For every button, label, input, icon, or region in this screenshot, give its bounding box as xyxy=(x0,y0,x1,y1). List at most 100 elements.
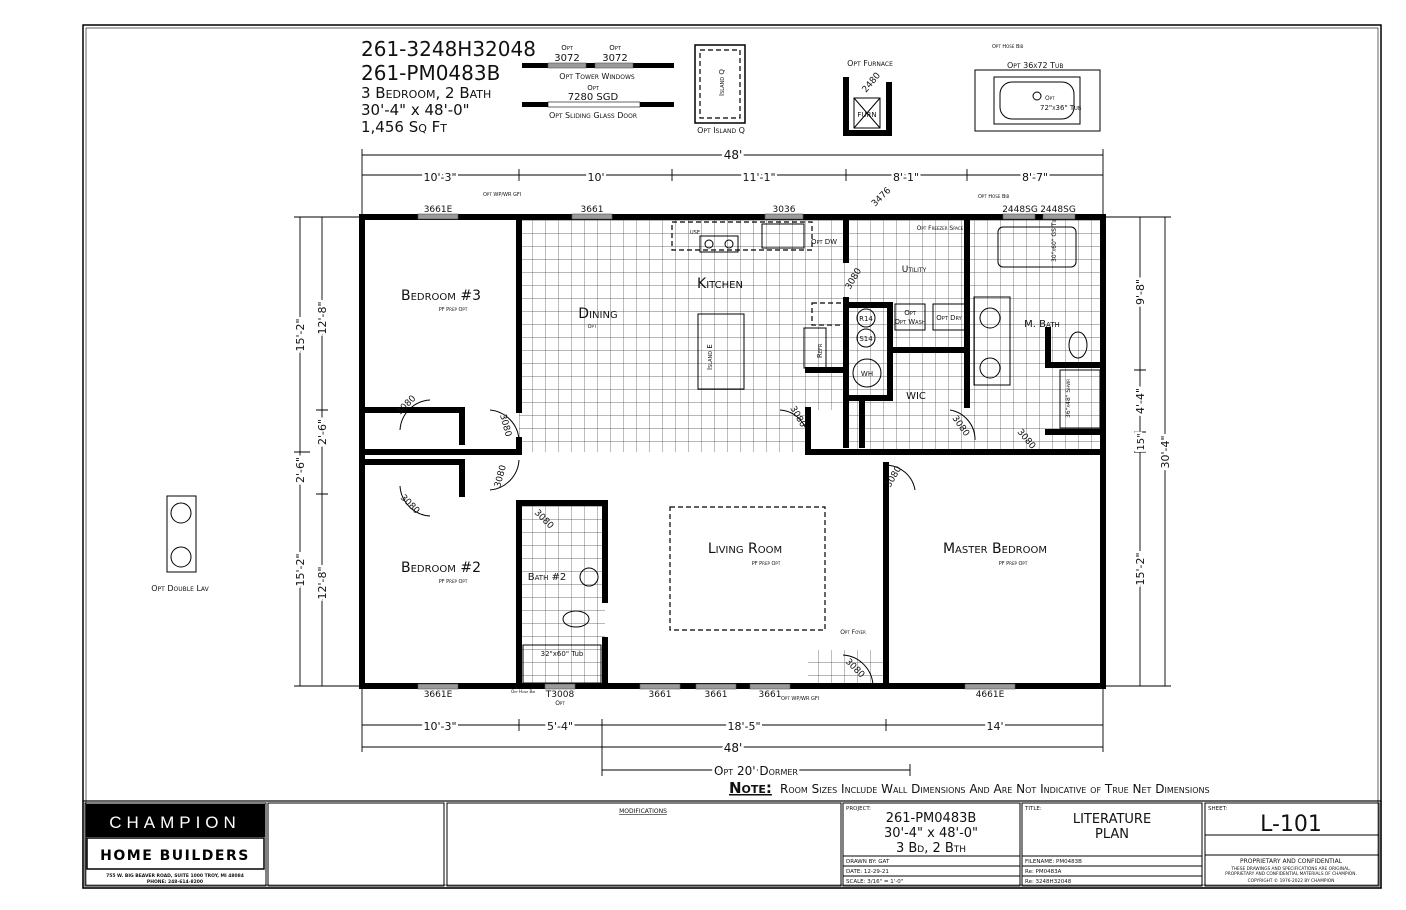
svg-text:15": 15" xyxy=(1136,433,1147,450)
svg-text:PF Prep Opt: PF Prep Opt xyxy=(999,561,1028,567)
svg-text:FILENAME: PM0483B: FILENAME: PM0483B xyxy=(1025,859,1082,865)
svg-text:COPYRIGHT © 1976-2022 BY CHAMP: COPYRIGHT © 1976-2022 BY CHAMPION xyxy=(1248,877,1335,884)
svg-text:TITLE:: TITLE: xyxy=(1024,806,1042,812)
svg-text:PHONE: 248-614-8200: PHONE: 248-614-8200 xyxy=(147,879,203,885)
svg-text:32"x60" Tub: 32"x60" Tub xyxy=(541,650,584,658)
svg-text:36"x48" Shwr: 36"x48" Shwr xyxy=(1065,379,1072,418)
svg-text:18'-5": 18'-5" xyxy=(727,720,760,733)
svg-text:15'-2": 15'-2" xyxy=(294,553,307,586)
svg-text:3661: 3661 xyxy=(581,205,604,215)
svg-text:3036: 3036 xyxy=(773,205,796,215)
svg-text:S14: S14 xyxy=(859,335,873,343)
svg-text:4661E: 4661E xyxy=(976,690,1005,700)
svg-text:PROPRIETARY AND CONFIDENTIAL: PROPRIETARY AND CONFIDENTIAL xyxy=(1240,858,1343,865)
svg-text:755 W. BIG BEAVER ROAD, SUITE: 755 W. BIG BEAVER ROAD, SUITE 1000 TROY,… xyxy=(106,873,244,879)
svg-text:SCALE: 3/16" = 1'-0": SCALE: 3/16" = 1'-0" xyxy=(846,879,903,885)
model-number-2: 261-PM0483B xyxy=(361,61,500,85)
windows-bottom: 3661E T3008 Opt 3661 3661 3661 4661E Opt… xyxy=(417,683,1016,707)
svg-text:72"x36" Tub: 72"x36" Tub xyxy=(1040,104,1082,112)
room-size-note: Note: Room Sizes Include Wall Dimensions… xyxy=(729,779,1210,797)
svg-text:Opt 36x72 Tub: Opt 36x72 Tub xyxy=(1007,61,1064,70)
svg-text:Opt Island Q: Opt Island Q xyxy=(697,126,745,135)
svg-text:LITERATURE: LITERATURE xyxy=(1073,812,1151,827)
room-master-bath: M. Bath xyxy=(1024,319,1060,330)
champion-logo-text: CHAMPION xyxy=(109,813,241,832)
svg-text:261-PM0483B: 261-PM0483B xyxy=(886,811,977,826)
svg-text:8'-1": 8'-1" xyxy=(893,171,919,184)
room-bath-2: Bath #2 xyxy=(528,572,567,583)
svg-text:3661: 3661 xyxy=(759,690,782,700)
room-living: Living Room xyxy=(708,541,782,557)
svg-text:Opt: Opt xyxy=(609,44,622,52)
svg-text:3661: 3661 xyxy=(649,690,672,700)
svg-text:30'-4": 30'-4" xyxy=(1159,435,1172,468)
svg-text:Room Sizes Include Wall Dimens: Room Sizes Include Wall Dimensions And A… xyxy=(780,782,1210,796)
svg-text:Opt WP/WR GFI: Opt WP/WR GFI xyxy=(483,192,521,198)
svg-text:Opt Hose Bib: Opt Hose Bib xyxy=(978,194,1010,200)
svg-text:Opt: Opt xyxy=(587,84,600,92)
dimensions-top: 48' 10'-3" 10' 11'-1" 8'-1" 8'-7" xyxy=(361,146,1104,217)
svg-text:Opt DW: Opt DW xyxy=(811,238,837,246)
svg-text:2448SG: 2448SG xyxy=(1002,205,1038,215)
svg-text:Re: 3248H32048: Re: 3248H32048 xyxy=(1025,879,1072,885)
foyer-tile xyxy=(808,650,886,686)
svg-text:Refr: Refr xyxy=(816,343,824,358)
room-wic: WIC xyxy=(906,391,926,402)
svg-text:30"x60" GS Tub: 30"x60" GS Tub xyxy=(1051,217,1058,262)
svg-text:3661E: 3661E xyxy=(424,205,453,215)
dimensions-left: 15'-2" 2'-6" 15'-2" 12'-8" 2'-6" 12'-8" xyxy=(292,216,362,687)
opt-tower-windows: Opt 3072 Opt 3072 Opt Tower Windows Opt … xyxy=(522,44,674,120)
svg-text:3661: 3661 xyxy=(705,690,728,700)
svg-text:PLAN: PLAN xyxy=(1095,827,1129,842)
interior-walls xyxy=(362,214,1106,689)
svg-text:48': 48' xyxy=(724,741,743,755)
svg-text:12'-8": 12'-8" xyxy=(316,301,329,334)
svg-text:Island Q: Island Q xyxy=(718,69,726,96)
svg-text:3080: 3080 xyxy=(493,464,509,489)
svg-text:PF Prep Opt: PF Prep Opt xyxy=(439,307,468,313)
title-block: CHAMPION HOME BUILDERS 755 W. BIG BEAVER… xyxy=(82,800,1382,889)
room-master-bedroom: Master Bedroom xyxy=(943,541,1047,557)
opt-furnace: Opt Furnace FURN 2480 xyxy=(843,59,893,136)
svg-text:DRAWN BY: GAT: DRAWN BY: GAT xyxy=(846,859,890,865)
svg-text:Opt Wash: Opt Wash xyxy=(894,318,925,326)
svg-text:5'-4": 5'-4" xyxy=(547,720,573,733)
svg-text:Opt Hose Bib: Opt Hose Bib xyxy=(511,689,535,694)
svg-text:3072: 3072 xyxy=(602,53,627,64)
svg-text:PROPRIETARY AND CONFIDENTIAL M: PROPRIETARY AND CONFIDENTIAL MATERIALS O… xyxy=(1225,871,1357,877)
room-dining: Dining xyxy=(578,306,617,322)
room-utility: Utility xyxy=(902,265,927,275)
opt-double-lav: Opt Double Lav xyxy=(151,495,210,593)
svg-text:10': 10' xyxy=(587,171,604,184)
svg-text:WH: WH xyxy=(861,370,873,378)
svg-text:7280 SGD: 7280 SGD xyxy=(568,92,619,103)
svg-text:30'-4" x 48'-0": 30'-4" x 48'-0" xyxy=(884,826,978,841)
living-room-dormer-outline xyxy=(669,506,826,631)
svg-text:8'-7": 8'-7" xyxy=(1022,171,1048,184)
svg-text:2'-6": 2'-6" xyxy=(294,457,307,483)
svg-text:14': 14' xyxy=(986,720,1003,733)
svg-text:15'-2": 15'-2" xyxy=(1134,552,1147,585)
bath2-fixtures: 32"x60" Tub xyxy=(522,567,602,684)
svg-text:12'-8": 12'-8" xyxy=(316,566,329,599)
room-bedroom-2: Bedroom #2 xyxy=(401,560,481,576)
room-labels: Bedroom #3 Bedroom #2 Dining Opt Kitchen… xyxy=(401,265,1060,636)
svg-text:2'-6": 2'-6" xyxy=(316,419,329,445)
svg-text:3072: 3072 xyxy=(554,53,579,64)
svg-text:Note:: Note: xyxy=(729,779,772,797)
svg-text:10'-3": 10'-3" xyxy=(423,720,456,733)
opt-island-q: Island Q Opt Island Q xyxy=(694,44,746,135)
bath2-tile xyxy=(519,503,605,686)
svg-text:Opt: Opt xyxy=(561,44,574,52)
windows-top: 3661E 3661 3036 2448SG 2448SG Opt WP/WR … xyxy=(417,192,1076,220)
square-feet: 1,456 Sq Ft xyxy=(361,118,447,136)
svg-text:Opt Dry: Opt Dry xyxy=(936,314,962,322)
svg-text:9'-8": 9'-8" xyxy=(1134,279,1147,305)
room-kitchen: Kitchen xyxy=(697,276,743,292)
beds-baths: 3 Bedroom, 2 Bath xyxy=(361,84,491,102)
svg-text:3661E: 3661E xyxy=(424,690,453,700)
svg-text:Opt Foyer: Opt Foyer xyxy=(840,629,866,636)
svg-text:4'-4": 4'-4" xyxy=(1134,388,1147,414)
svg-text:48': 48' xyxy=(724,148,743,162)
